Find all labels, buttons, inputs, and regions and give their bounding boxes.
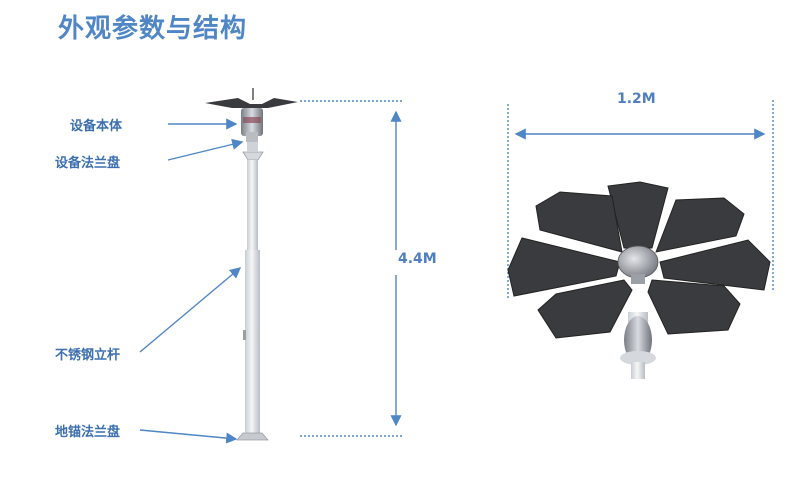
arrow-device-flange (167, 138, 244, 161)
device-flange (242, 151, 264, 161)
anchor-flange (236, 432, 269, 441)
petal-upper-left (535, 191, 623, 253)
petal-upper-right (655, 197, 745, 253)
stainless-pole (247, 160, 258, 250)
petal-right (659, 239, 771, 291)
arrow-anchor-flange (139, 429, 238, 444)
height-dimension-label: 4.4M (398, 251, 437, 267)
label-anchor-flange: 地锚法兰盘 (55, 425, 121, 440)
page-title: 外观参数与结构 (58, 14, 248, 44)
flower-panel-top-view (507, 181, 771, 379)
petal-lower-left (537, 279, 633, 339)
width-dimension-label: 1.2M (617, 91, 656, 107)
pole-assembly (205, 88, 298, 441)
label-device-body: 设备本体 (70, 119, 123, 134)
solar-panel-side (205, 98, 298, 108)
petal-lower-right (647, 279, 741, 335)
label-steel-pole: 不锈钢立杆 (55, 348, 121, 363)
petal-left (507, 237, 621, 297)
label-device-flange: 设备法兰盘 (55, 156, 121, 171)
center-hub (617, 245, 659, 279)
arrow-steel-pole (139, 267, 242, 353)
